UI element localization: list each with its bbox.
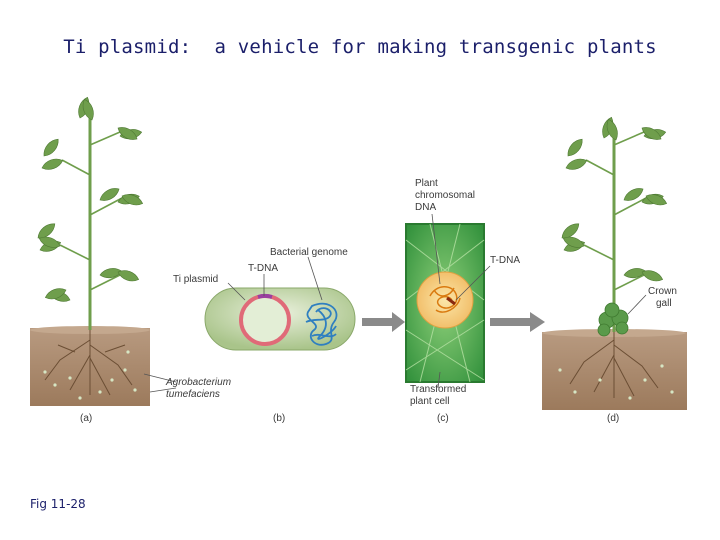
label-t-dna-b: T-DNA xyxy=(248,263,278,274)
roots-d xyxy=(569,330,659,398)
arrow-b-to-c xyxy=(362,312,405,332)
label-bacterial-genome: Bacterial genome xyxy=(270,247,348,258)
label-plant-chromosomal-dna-1: Plant xyxy=(415,178,438,189)
panel-label-d: (d) xyxy=(607,413,619,424)
label-plant-chromosomal-dna-2: chromosomal xyxy=(415,190,475,201)
figure-caption: Fig 11-28 xyxy=(30,497,86,511)
label-crown-gall-2: gall xyxy=(656,298,672,309)
bacteria-dots-a xyxy=(43,350,137,400)
panel-label-a: (a) xyxy=(80,413,92,424)
bacteria-dots-d xyxy=(558,364,674,400)
leader-lines-c xyxy=(431,213,491,389)
label-agrobacterium-2: tumefaciens xyxy=(166,389,220,400)
plant-a xyxy=(30,95,150,406)
bacterial-genome xyxy=(305,302,338,346)
label-crown-gall-1: Crown xyxy=(648,286,677,297)
ti-plasmid-circle xyxy=(239,294,291,346)
roots-a xyxy=(44,330,133,396)
page-title: Ti plasmid: a vehicle for making transge… xyxy=(63,36,657,58)
leader-line-d xyxy=(627,294,647,315)
plant-d xyxy=(542,115,687,410)
label-ti-plasmid: Ti plasmid xyxy=(173,274,218,285)
leader-lines-b xyxy=(143,256,323,393)
panel-label-c: (c) xyxy=(437,413,449,424)
plant-cell xyxy=(405,213,491,389)
crown-gall xyxy=(597,302,629,337)
label-transformed-1: Transformed xyxy=(410,384,466,395)
label-plant-chromosomal-dna-3: DNA xyxy=(415,202,436,213)
panel-label-b: (b) xyxy=(273,413,285,424)
label-t-dna-c: T-DNA xyxy=(490,255,520,266)
label-agrobacterium-1: Agrobacterium xyxy=(165,377,231,388)
arrow-c-to-d xyxy=(490,312,545,332)
nucleus xyxy=(416,271,474,329)
label-transformed-2: plant cell xyxy=(410,396,449,407)
bacterium xyxy=(143,256,356,393)
